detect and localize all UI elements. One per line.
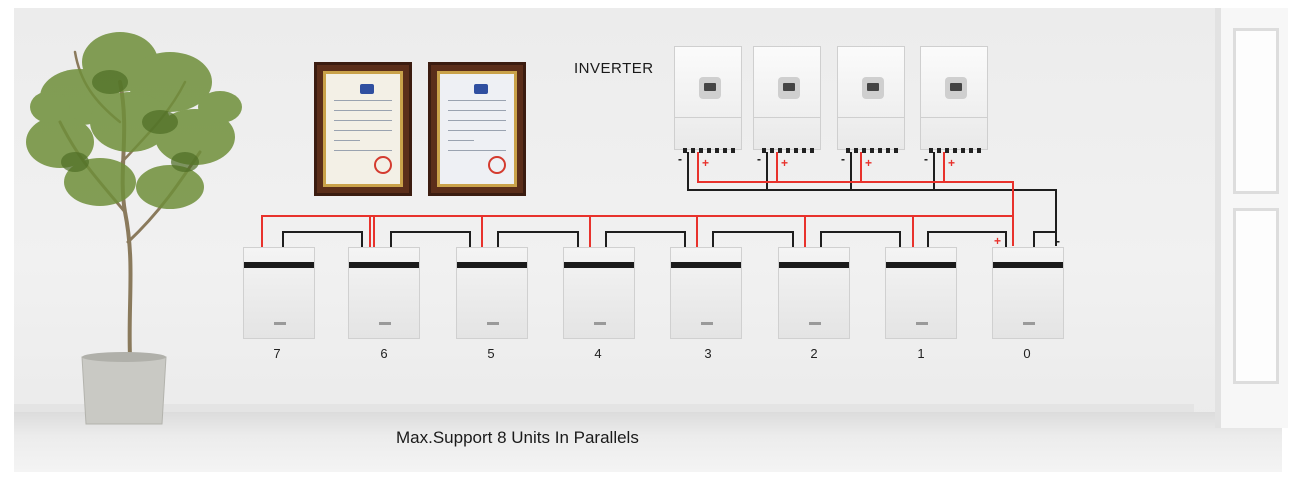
inverter-plus-sign: +: [781, 156, 789, 170]
window: [1215, 8, 1288, 428]
inverter-unit: [920, 46, 988, 153]
battery-unit: [885, 247, 957, 339]
battery-unit: [456, 247, 528, 339]
battery-label: 5: [487, 346, 495, 361]
battery-unit: [563, 247, 635, 339]
inverter-minus-sign: -: [924, 152, 928, 166]
potted-tree-icon: [26, 32, 242, 425]
battery-label: 4: [594, 346, 602, 361]
inverter-plus-sign: +: [948, 156, 956, 170]
certificate-frame-left-icon: [314, 62, 412, 196]
battery-label: 7: [273, 346, 281, 361]
inverter-unit: [674, 46, 742, 153]
battery-plus-sign: +: [994, 234, 1002, 248]
inverter-unit: [837, 46, 905, 153]
inverter-title: INVERTER: [574, 60, 654, 77]
certificate-frame-right-icon: [428, 62, 526, 196]
battery-label: 3: [704, 346, 712, 361]
battery-unit: [778, 247, 850, 339]
battery-label: 2: [810, 346, 818, 361]
inverter-plus-sign: +: [865, 156, 873, 170]
inverter-minus-sign: -: [678, 152, 682, 166]
caption: Max.Support 8 Units In Parallels: [396, 428, 639, 447]
floor: [14, 412, 1282, 472]
battery-label: 6: [380, 346, 388, 361]
battery-label: 1: [917, 346, 925, 361]
inverter-minus-sign: -: [757, 152, 761, 166]
battery-label: 0: [1023, 346, 1031, 361]
battery-unit: [348, 247, 420, 339]
battery-unit: [670, 247, 742, 339]
battery-unit: [992, 247, 1064, 339]
battery-unit: [243, 247, 315, 339]
inverter-minus-sign: -: [841, 152, 845, 166]
battery-minus-sign: -: [1056, 234, 1060, 248]
inverter-unit: [753, 46, 821, 153]
inverter-plus-sign: +: [702, 156, 710, 170]
wall: [14, 8, 1282, 472]
